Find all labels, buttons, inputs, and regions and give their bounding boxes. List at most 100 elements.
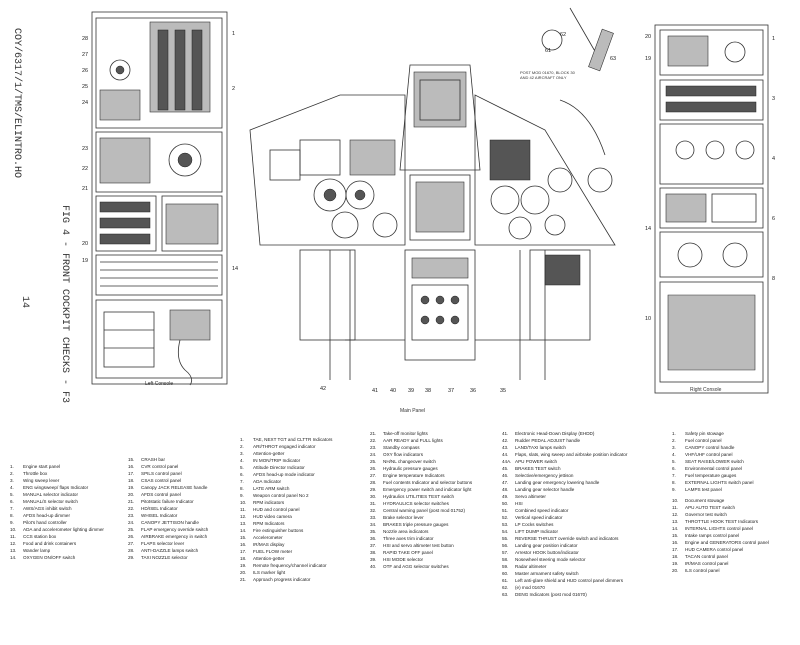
legend-item-number: 46. (502, 473, 509, 478)
legend-item-number: 47. (502, 480, 509, 485)
legend-item: 34.BRAKES triple pressure gauges (370, 521, 472, 528)
legend-item: 1.Safety pin stowage (672, 430, 754, 437)
legend-item-text: SPILS control panel (141, 471, 182, 476)
legend-item-text: Remote frequency/channel indicator (253, 563, 327, 568)
legend-item: 4.IN MON/TRIP Indicator (240, 457, 332, 464)
legend-item-text: AIRBRAKE emergency in switch (141, 534, 208, 539)
callout-left: 26 (82, 68, 88, 74)
legend-item: 33.Brake selector lever (370, 514, 472, 521)
callout-left: 28 (82, 36, 88, 42)
legend-item-text: BRAKES TEST switch (515, 466, 561, 471)
legend-item-number: 17. (240, 549, 247, 554)
caption-post-mod: POST MOD 01670, BLOCK 30 AND 42 AIRCRAFT… (520, 70, 575, 80)
legend-item-number: 33. (370, 515, 377, 520)
cockpit-diagram: 28 27 26 25 24 23 22 21 20 19 1 2 14 42 … (82, 7, 775, 394)
legend-item-number: 2. (240, 444, 244, 449)
legend-item-number: 19. (240, 563, 247, 568)
legend-item-text: HSI (515, 501, 523, 506)
legend-item-number: 42. (502, 438, 509, 443)
legend-item: 21.Pitotstatic failure Indicator (128, 498, 208, 505)
legend-item-number: 53. (502, 522, 509, 527)
legend-item: 5.SEAT RAISE/LOWER switch (672, 458, 754, 465)
legend-item: 9.Pilot's hand controller (10, 519, 104, 526)
legend-item-text: REVERSE THRUST override switch and indic… (515, 536, 619, 541)
legend-item: 16.CVR control panel (128, 463, 208, 470)
callout-left: 27 (82, 52, 88, 58)
legend-item-number: 16. (128, 464, 135, 469)
legend-item: 9.Weapon control panel No 2 (240, 492, 332, 499)
legend-item-number: 16. (672, 540, 679, 545)
legend-item: 30.Hydraulics UTILITIES TEST switch (370, 493, 472, 500)
legend-item-text: ILS marker light (253, 570, 286, 575)
legend-item-text: ILS control panel (685, 568, 720, 573)
legend-item-text: WHISEL Indicator (141, 513, 178, 518)
legend-item-number: 18. (128, 478, 135, 483)
legend-item: 15.CRASH bar (128, 456, 208, 463)
legend-item: 3.Wing sweep lever (10, 477, 104, 484)
legend-item-text: Pilot's hand controller (23, 520, 67, 525)
legend-item-number: 14. (10, 555, 17, 560)
legend-item: 52.Vertical speed indicator (502, 514, 627, 521)
legend-item-text: ENG wingsweep/ flaps Indicator (23, 485, 89, 490)
legend-item: 10.ADA and accelerometer lighting dimmer (10, 526, 104, 533)
legend-item-text: Governor test switch (685, 512, 727, 517)
legend-item-number: 14. (672, 526, 679, 531)
legend-item-text: Left anti-glare shield and HUD control p… (515, 578, 624, 583)
legend-item-text: LIFT DUMP Indicator (515, 529, 558, 534)
legend-item-number: 17. (128, 471, 135, 476)
legend-item-number: 22. (128, 506, 135, 511)
legend-item-number: 50. (502, 501, 509, 506)
legend-item-text: HSI and servo altimeter test button (383, 543, 454, 548)
legend-item: 17.HUD CAMERA control panel (672, 546, 769, 553)
legend-item-text: Servo altimeter (515, 494, 546, 499)
legend-item-text: Nozzle area indicators (383, 529, 429, 534)
legend-item: 20.AFDS control panel (128, 491, 208, 498)
legend-item: 14.OXYGEN ON/OFF switch (10, 554, 104, 561)
legend-item-number: 38. (370, 550, 377, 555)
legend-item: 42.Rudder PEDAL ADJUST handle (502, 437, 627, 444)
legend-item-number: 10. (240, 500, 247, 505)
legend-item: 19. Remote frequency/channel indicator (240, 562, 332, 569)
legend-item: 17.FUEL FLOW meter (240, 548, 332, 555)
legend-item-text: Selective/emergency jettison (515, 473, 574, 478)
legend-item-text: Wing sweep lever (23, 478, 60, 483)
legend-item-number: 55. (502, 536, 509, 541)
legend-item-number: 8. (672, 480, 676, 485)
legend-item-text: Engine start panel (23, 464, 61, 469)
legend-item-text: Throttle box (23, 471, 48, 476)
legend-item-number: 26. (128, 534, 135, 539)
legend-item: 41.Electronic Head-Down Display (EHDD) (502, 430, 627, 437)
legend-item-text: Attention-getter (253, 451, 285, 456)
legend-item-number: 20. (240, 570, 247, 575)
legend-item-text: Three axes trim indicator (383, 536, 434, 541)
legend-item: 21.Approach progress indicator (240, 576, 332, 583)
legend-item-number: 51. (502, 508, 509, 513)
legend-item-text: Attention-getter (253, 556, 285, 561)
legend-item-text: CRASH bar (141, 457, 165, 462)
callout-left: 21 (82, 186, 88, 192)
legend-item: 13.THROTTLE HOOK TEST Indicators (672, 518, 769, 525)
legend-item-text: IR/MAS control panel (685, 561, 729, 566)
callout-left: 22 (82, 166, 88, 172)
legend-item-text: CCS station box (23, 534, 57, 539)
legend-item-text: Landing gear emergency lowering handle (515, 480, 600, 485)
callout-left: 23 (82, 146, 88, 152)
legend-item: 6.MANUAL/S selector switch (10, 498, 104, 505)
legend-item-number: 1. (10, 464, 14, 469)
callout-center: 40 (390, 388, 396, 394)
legend-item: 32.Central warning panel (post mod 01752… (370, 507, 472, 514)
legend-item-number: 23. (128, 513, 135, 518)
callout-center: 41 (372, 388, 378, 394)
legend-item-number: 11. (240, 507, 247, 512)
legend-item: 45.BRAKES TEST switch (502, 465, 627, 472)
legend-item: 12. Governor test switch (672, 511, 769, 518)
callout-right: 20 (645, 34, 651, 40)
callout-left: 2 (232, 86, 235, 92)
legend-item-number: 12. (672, 512, 679, 517)
legend-item-number: 15. (240, 535, 247, 540)
callout-right: 8 (772, 276, 775, 282)
legend-item-number: 25. (128, 527, 135, 532)
legend-item-number: 4. (240, 458, 244, 463)
